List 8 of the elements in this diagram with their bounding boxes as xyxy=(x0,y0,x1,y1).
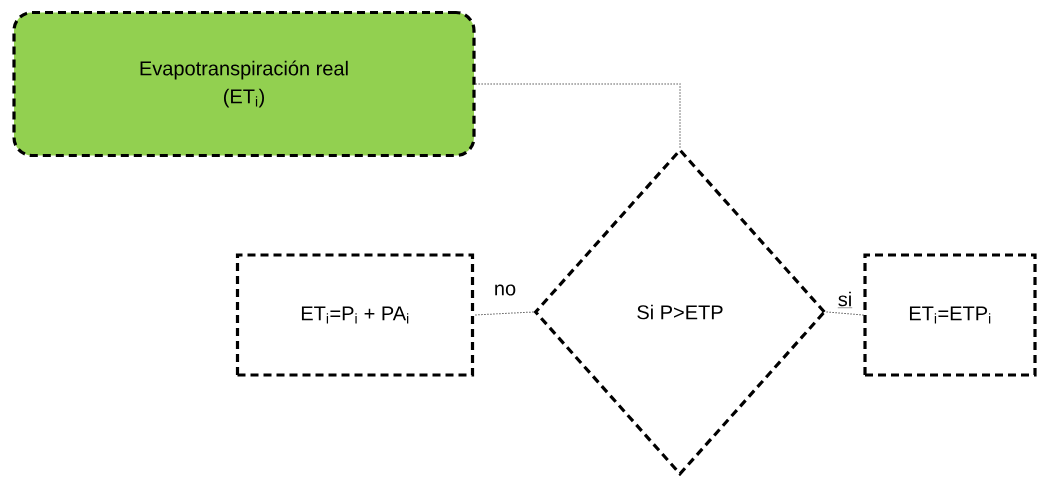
edge-label: si xyxy=(836,290,854,310)
edge-label: no xyxy=(492,283,518,297)
connector-line xyxy=(473,311,534,316)
result-box: ET$_{i}$=ETP$_{i}$ xyxy=(863,253,1037,377)
result-box: ET$_{i}$=P$_{i}$ + PA$_{i}$ xyxy=(235,253,475,377)
process-box: Evapotranspiración real (ET$_{i}$) xyxy=(12,10,476,158)
connector-line xyxy=(826,311,864,316)
connector-line xyxy=(475,83,681,149)
